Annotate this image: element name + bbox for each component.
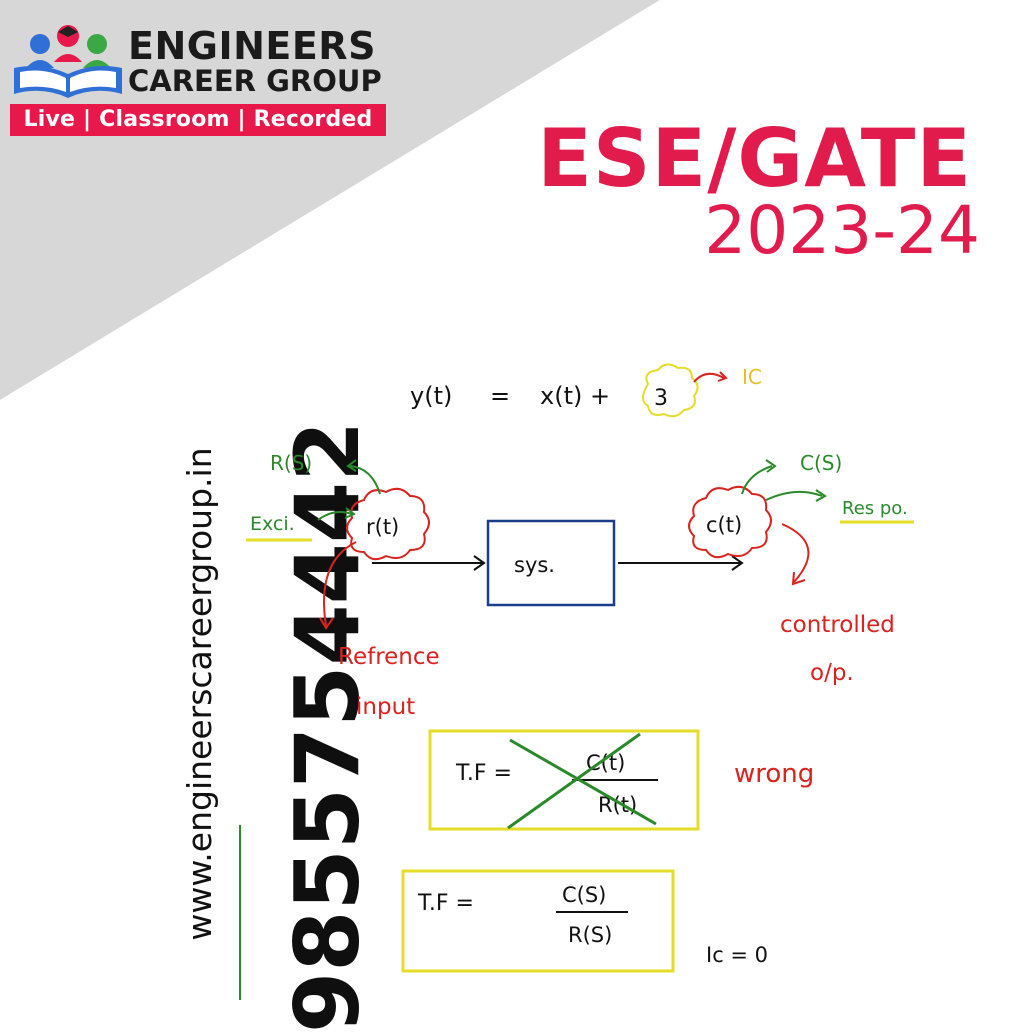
wrong-tf-lhs: T.F = xyxy=(455,761,512,786)
wrong-tf-numerator: C(t) xyxy=(586,751,625,775)
input-laplace-arrow xyxy=(349,465,381,495)
input-cloud xyxy=(346,487,430,561)
output-alias: Res po. xyxy=(842,498,908,519)
correct-tf-box xyxy=(401,869,675,973)
output-meaning-line2: o/p. xyxy=(810,660,854,686)
tagline-banner: Live | Classroom | Recorded xyxy=(10,104,386,136)
brand-line-2: CAREER GROUP xyxy=(128,64,382,98)
equation-rhs: x(t) + xyxy=(540,382,610,410)
output-laplace: C(S) xyxy=(800,451,842,475)
wrong-tf-denominator: R(t) xyxy=(598,793,637,817)
ic-arrow xyxy=(693,372,725,383)
correct-tf-numerator: C(S) xyxy=(562,883,606,907)
correct-tf-lhs: T.F = xyxy=(417,891,474,916)
white-stripe xyxy=(0,0,685,415)
cross-line-1 xyxy=(509,738,657,826)
system-block xyxy=(486,519,616,607)
input-alias: Exci. xyxy=(250,513,295,535)
logo-people-book-icon xyxy=(14,25,122,98)
output-cloud xyxy=(688,485,772,559)
output-signal: c(t) xyxy=(706,513,742,537)
wrong-tf-box xyxy=(428,729,700,831)
output-meaning-line1: controlled xyxy=(780,612,895,638)
initial-condition: Ic = 0 xyxy=(706,943,768,967)
correct-tf-denominator: R(S) xyxy=(568,923,612,947)
output-laplace-arrow xyxy=(741,465,773,495)
output-meaning-arrow xyxy=(781,523,810,583)
input-signal: r(t) xyxy=(366,515,399,539)
logo xyxy=(10,22,390,140)
wrong-verdict: wrong xyxy=(734,759,814,789)
cross-line-2 xyxy=(507,732,641,830)
equation-lhs: y(t) xyxy=(410,382,452,410)
input-laplace: R(S) xyxy=(270,451,312,475)
equation-constant: 3 xyxy=(654,386,668,411)
equation-equals: = xyxy=(490,382,510,410)
exam-year: 2023-24 xyxy=(704,192,980,269)
brand-line-1: ENGINEERS xyxy=(128,24,376,68)
input-meaning-arrow xyxy=(323,541,357,627)
input-meaning-line1: Refrence xyxy=(338,644,440,670)
exam-title: ESE/GATE xyxy=(537,112,972,205)
equation-constant-label: IC xyxy=(742,365,762,389)
ic-cloud xyxy=(642,363,699,418)
system-label: sys. xyxy=(514,553,555,577)
input-meaning-line2: input xyxy=(356,694,415,720)
